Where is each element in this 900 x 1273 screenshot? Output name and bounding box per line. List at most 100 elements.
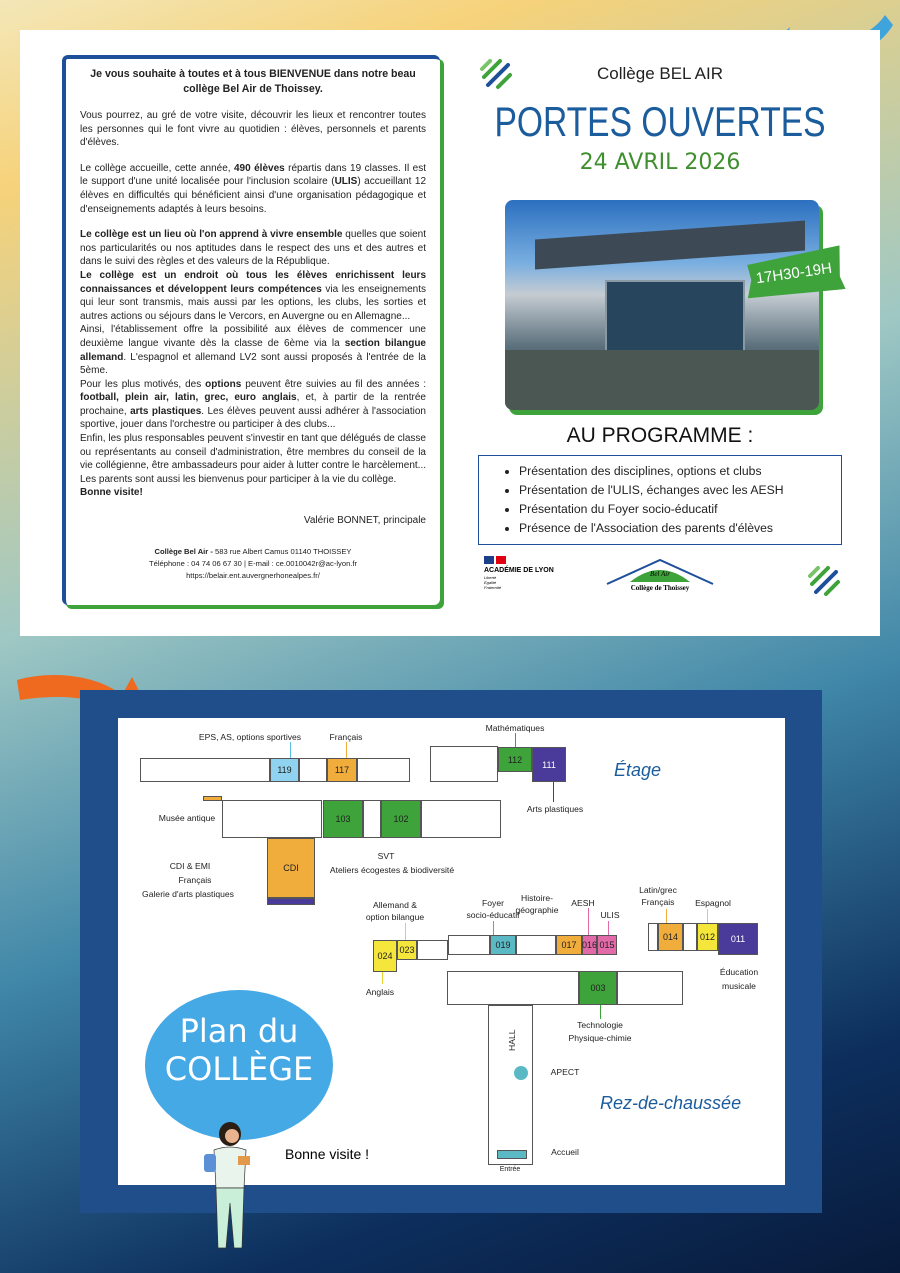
- label-latin1: Latin/grec: [639, 885, 677, 895]
- letter-body: Vous pourrez, au gré de votre visite, dé…: [80, 109, 426, 500]
- bold-text: football, plein air, latin, grec, euro a…: [80, 392, 297, 404]
- label-accueil: Accueil: [551, 1147, 579, 1157]
- college-logo-text: Collège de Thoissey: [630, 584, 690, 592]
- room-r112[interactable]: 112: [498, 747, 532, 772]
- footer-address: 583 rue Albert Camus 01140 THOISSEY: [212, 546, 352, 556]
- footer-url[interactable]: https://belair.ent.auvergnerhonealpes.fr…: [186, 570, 320, 580]
- text: Ainsi, l'établissement offre la possibil…: [80, 324, 426, 349]
- label-aesh: AESH: [571, 898, 595, 908]
- room-r117[interactable]: 117: [327, 758, 357, 782]
- label-hist1: Histoire-: [521, 893, 553, 903]
- text: Vous pourrez, au gré de votre visite, dé…: [80, 110, 426, 149]
- leader-line: [553, 782, 554, 802]
- letter-paragraph: Le collège est un lieu où l'on apprend à…: [80, 228, 426, 269]
- room-r119[interactable]: 119: [270, 758, 299, 782]
- apect-marker: [514, 1066, 528, 1080]
- label-techno2: Physique-chimie: [568, 1033, 632, 1043]
- room: [648, 923, 658, 951]
- footer-name: Collège Bel Air -: [154, 546, 213, 556]
- room-r011[interactable]: 011: [718, 923, 758, 955]
- leader-line: [493, 921, 494, 935]
- text: . L'espagnol et allemand LV2 sont aussi …: [80, 351, 426, 377]
- room-r015[interactable]: 015: [597, 935, 617, 955]
- label-hist2: géographie: [515, 905, 559, 915]
- room: [267, 898, 315, 905]
- letter-paragraph: Le collège accueille, cette année, 490 é…: [80, 162, 426, 216]
- college-logo: Bel Air Collège de Thoissey: [605, 558, 715, 598]
- room-r003[interactable]: 003: [579, 971, 617, 1005]
- label-cdi3: Galerie d'arts plastiques: [142, 889, 234, 899]
- label-cdi2: Français: [178, 875, 212, 885]
- room: [488, 1005, 533, 1165]
- floor-label-etage: Étage: [614, 760, 662, 780]
- letter-paragraph: Pour les plus motivés, des options peuve…: [80, 378, 426, 432]
- label-musee: Musée antique: [158, 813, 216, 823]
- plan-title-2: COLLÈGE: [164, 1050, 314, 1088]
- bold-text: ULIS: [334, 176, 358, 188]
- college-name: Collège BEL AIR: [597, 64, 723, 83]
- label-apect: APECT: [550, 1067, 580, 1077]
- student-illustration-icon: [204, 1122, 250, 1249]
- room-r016[interactable]: 016: [582, 935, 597, 955]
- letter-paragraph: Vous pourrez, au gré de votre visite, dé…: [80, 109, 426, 150]
- label-ateliers: Ateliers écogestes & biodiversité: [329, 865, 455, 875]
- room-r024[interactable]: 024: [373, 940, 397, 972]
- bold-text: options: [205, 378, 242, 390]
- bonne-visite: Bonne visite !: [285, 1146, 370, 1162]
- room: [222, 800, 322, 838]
- label-anglais: Anglais: [365, 987, 395, 997]
- bold-text: 490 élèves: [233, 162, 285, 174]
- room: [683, 923, 697, 951]
- letter-paragraph: Enfin, les plus responsables peuvent s'i…: [80, 432, 426, 486]
- plan-title-1: Plan du: [179, 1012, 299, 1050]
- room: [421, 800, 501, 838]
- program-item: Présence de l'Association des parents d'…: [519, 519, 841, 538]
- room-r014[interactable]: 014: [658, 923, 683, 951]
- label-maths: Mathématiques: [485, 723, 545, 733]
- room-r017[interactable]: 017: [556, 935, 582, 955]
- room-r012[interactable]: 012: [697, 923, 718, 951]
- footer-contact: Téléphone : 04 74 06 67 30 | E-mail : ce…: [148, 558, 358, 568]
- text: Enfin, les plus responsables peuvent s'i…: [80, 433, 426, 485]
- label-eps: EPS, AS, options sportives: [198, 732, 302, 742]
- leader-line: [382, 972, 383, 984]
- room-r019[interactable]: 019: [490, 935, 516, 955]
- program-item: Présentation du Foyer socio-éducatif: [519, 500, 841, 519]
- room: [516, 935, 556, 955]
- text: peuvent être suivies au fil des années :: [241, 378, 427, 390]
- room: [140, 758, 270, 782]
- bold-text: Le collège est un lieu où l'on apprend à…: [80, 229, 343, 241]
- room: [497, 1150, 527, 1159]
- college-logo-script: Bel Air: [650, 570, 670, 578]
- welcome-letter: Je vous souhaite à toutes et à tous BIEN…: [62, 55, 440, 605]
- room-r111[interactable]: 111: [532, 747, 566, 782]
- room: [447, 971, 579, 1005]
- label-hall: HALL: [506, 1029, 517, 1052]
- program-item: Présentation des disciplines, options et…: [519, 462, 841, 481]
- room-cdi[interactable]: CDI: [267, 838, 315, 898]
- floor-label-rdc: Rez-de-chaussée: [600, 1093, 742, 1113]
- brand-stripes-icon: [808, 566, 840, 596]
- text: via les enseignements qui leur sont tran…: [80, 283, 426, 322]
- room-r103[interactable]: 103: [323, 800, 363, 838]
- event-date: 24 AVRIL 2026: [579, 150, 741, 175]
- label-entree: Entrée: [499, 1166, 521, 1173]
- room: [299, 758, 327, 782]
- label-techno1: Technologie: [577, 1020, 623, 1030]
- signature: Valérie BONNET, principale: [303, 515, 426, 527]
- room: [363, 800, 381, 838]
- leader-line: [707, 909, 708, 923]
- letter-paragraph: Bonne visite!: [80, 486, 426, 500]
- room: [448, 935, 490, 955]
- letter-footer: Collège Bel Air - 583 rue Albert Camus 0…: [80, 546, 426, 582]
- room-r102[interactable]: 102: [381, 800, 421, 838]
- brand-stripes-icon: [480, 59, 512, 89]
- flag-icon: [484, 556, 506, 564]
- leader-line: [515, 733, 516, 747]
- label-allemand1: Allemand &: [373, 900, 417, 910]
- room-r023[interactable]: 023: [397, 940, 417, 960]
- academie-logo: ACADÉMIE DE LYON Liberté Égalité Fratern…: [484, 556, 554, 590]
- room: [203, 796, 222, 801]
- room: [417, 940, 448, 960]
- label-foyer2: socio-éducatif: [466, 910, 520, 920]
